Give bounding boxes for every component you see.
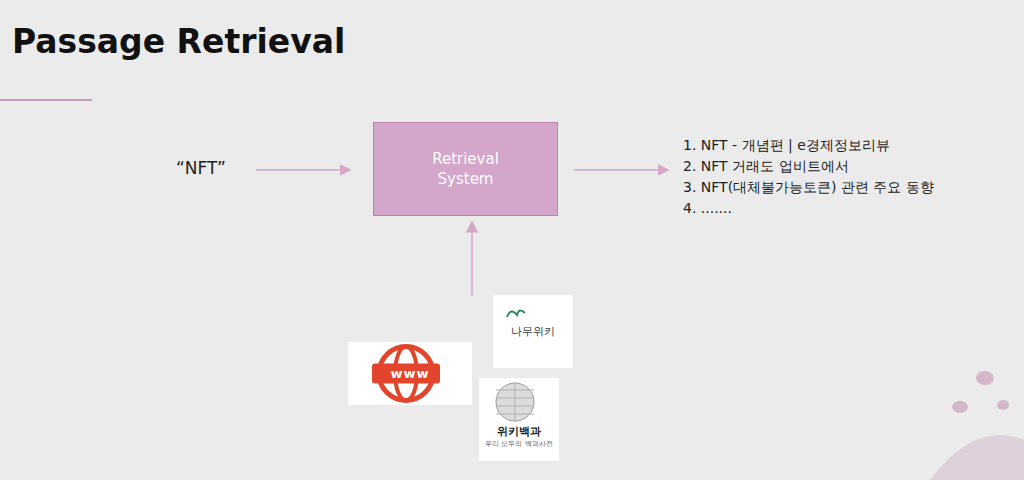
node-text: www: [348, 366, 472, 381]
wiki-icon: [479, 378, 551, 461]
process-box: Retrieval System: [373, 122, 558, 216]
corner-petals: [930, 371, 1024, 480]
output-arrow: [574, 169, 668, 171]
wikipedia-logo: 위키백과우리 모두의 백과사전: [479, 378, 559, 461]
query-text: “NFT”: [176, 158, 226, 178]
result-item: 4. .......: [683, 200, 732, 216]
title-underline: [0, 99, 92, 101]
result-item: 2. NFT 거래도 업비트에서: [683, 158, 849, 176]
result-item: 3. NFT(대체불가능토큰) 관련 주요 동향: [683, 179, 934, 197]
namuwiki-logo: 나무위키: [493, 295, 573, 368]
source-arrow: [471, 222, 473, 296]
web-logo: www: [348, 342, 472, 405]
node-subtext: 우리 모두의 백과사전: [479, 439, 559, 449]
slide-title: Passage Retrieval: [12, 22, 345, 61]
input-arrow: [256, 169, 350, 171]
result-item: 1. NFT - 개념편 | e경제정보리뷰: [683, 137, 890, 155]
node-text: 나무위키: [493, 324, 573, 339]
node-text: 위키백과: [479, 424, 559, 439]
node-text: Retrieval System: [421, 149, 511, 189]
